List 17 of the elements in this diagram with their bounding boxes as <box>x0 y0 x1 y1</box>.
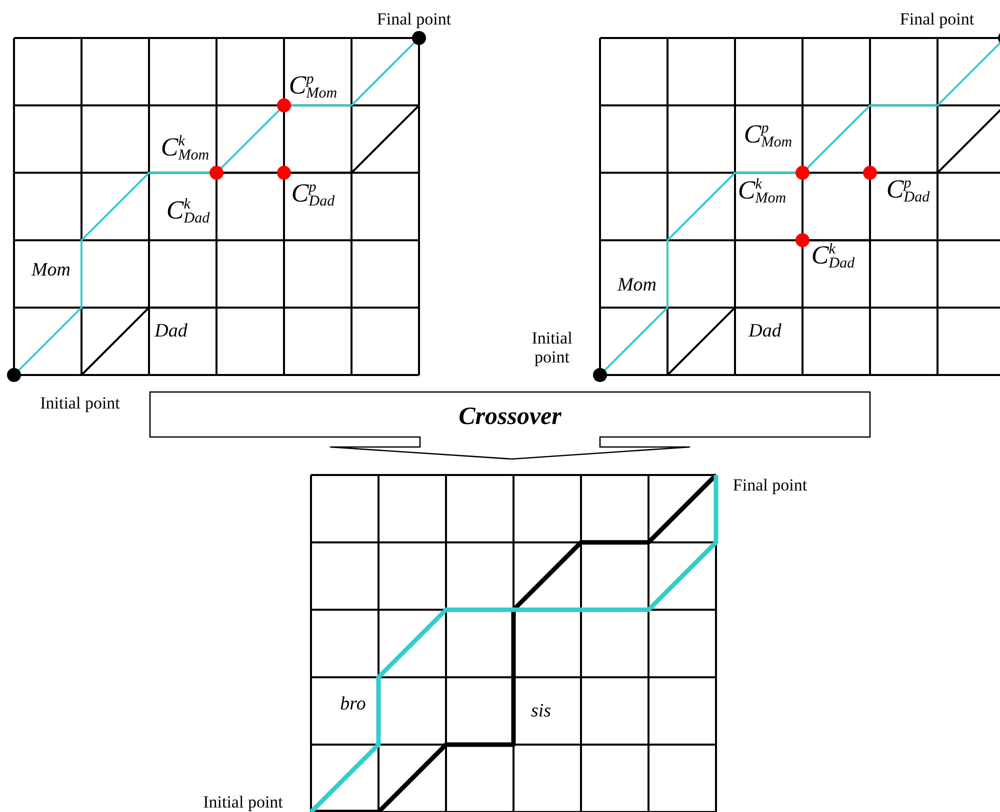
point-label: Final point <box>376 10 452 30</box>
arrow-label: Crossover <box>458 403 562 431</box>
endpoint-dot <box>7 368 21 382</box>
point-label: Initial point <box>40 394 120 414</box>
point-label: Final point <box>900 10 974 30</box>
block-arrow <box>149 391 871 460</box>
point-label: Final point <box>732 476 808 496</box>
path-label: Mom <box>31 260 71 282</box>
endpoint-dot <box>593 368 607 382</box>
point-label: Initial point <box>203 794 283 812</box>
path-label: bro <box>340 694 366 716</box>
endpoint-dot <box>412 31 426 45</box>
path-label: Mom <box>617 276 657 296</box>
path-label: Dad <box>748 322 782 342</box>
path-label: sis <box>530 702 552 722</box>
path-label: Dad <box>154 322 188 342</box>
point-label: Initial point <box>530 329 574 367</box>
